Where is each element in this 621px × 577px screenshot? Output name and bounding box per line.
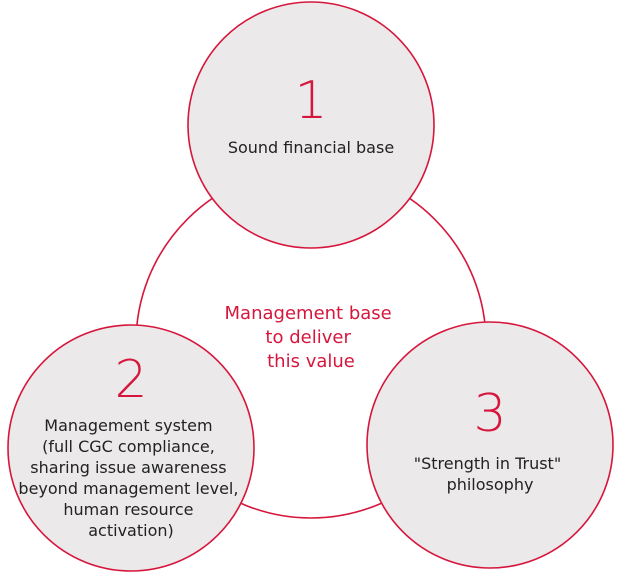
item-3-label-line: "Strength in Trust"	[414, 454, 561, 473]
item-1-circle	[187, 1, 435, 249]
item-1-number: 1	[294, 71, 327, 131]
center-label-line: this value	[267, 351, 355, 372]
item-2-label-line: activation)	[88, 521, 173, 540]
item-3-circle	[366, 321, 614, 569]
item-2-label-line: (full CGC compliance,	[42, 437, 215, 456]
item-3-label: "Strength in Trust" philosophy	[414, 454, 567, 494]
item-2-label: Management system (full CGC compliance, …	[18, 416, 243, 540]
item-1-label: Sound financial base	[228, 138, 394, 157]
item-3-label-line: philosophy	[447, 475, 534, 494]
item-2-label-line: beyond management level,	[18, 479, 238, 498]
item-2-circle	[7, 324, 255, 572]
item-2-label-line: Management system	[44, 416, 212, 435]
item-1: 1 Sound financial base	[187, 1, 435, 249]
center-label: Management base to deliver this value	[225, 303, 398, 372]
item-1-label-line: Sound financial base	[228, 138, 394, 157]
item-2-label-line: human resource	[63, 500, 193, 519]
item-3-number: 3	[473, 384, 506, 444]
item-2-label-line: sharing issue awareness	[30, 458, 226, 477]
item-2: 2 Management system (full CGC compliance…	[7, 324, 255, 572]
item-3: 3 "Strength in Trust" philosophy	[366, 321, 614, 569]
center-label-line: Management base	[225, 303, 392, 324]
item-2-number: 2	[114, 350, 147, 410]
center-label-line: to deliver	[265, 327, 351, 348]
